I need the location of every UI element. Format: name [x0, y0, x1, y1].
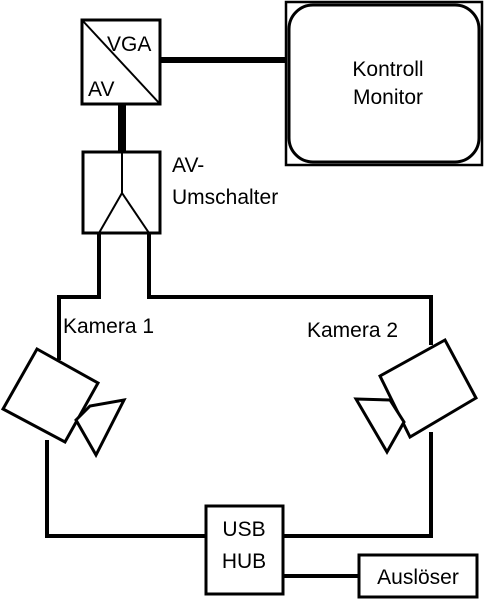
- converter-vga-label: VGA: [107, 33, 151, 56]
- monitor-label-line2: Monitor: [353, 86, 423, 109]
- switcher-label-line1: AV-: [172, 154, 204, 177]
- av-switcher: AV- Umschalter: [81, 150, 278, 235]
- trigger: Auslöser: [357, 553, 479, 599]
- camera1-label: Kamera 1: [63, 315, 154, 338]
- switcher-split-right: [121, 192, 150, 234]
- camera-2: Kamera 2: [307, 319, 479, 456]
- switcher-split-left: [98, 192, 123, 234]
- camera1-body: [0, 346, 101, 445]
- wire-camera1-usb: [45, 440, 206, 538]
- wire-switcher-camera2: [147, 233, 433, 345]
- converter-av-label: AV: [88, 78, 114, 101]
- monitor-label-line1: Kontroll: [352, 58, 423, 81]
- camera2-lens: [353, 397, 406, 456]
- usb-hub-box: [204, 504, 285, 596]
- converter-diagonal: [81, 19, 161, 105]
- usb-hub-label-line1: USB: [222, 518, 265, 541]
- monitor-screen: [287, 3, 481, 164]
- usb-hub: USB HUB: [204, 504, 285, 596]
- switcher-label-line2: Umschalter: [172, 186, 278, 209]
- camera-1: Kamera 1: [0, 315, 154, 459]
- wire-camera2-usb: [283, 432, 433, 538]
- usb-hub-label-line2: HUB: [222, 550, 266, 573]
- connection-lines: [45, 57, 433, 578]
- trigger-box: [357, 553, 479, 599]
- vga-av-converter: VGA AV: [80, 18, 162, 106]
- camera1-lens: [74, 398, 127, 459]
- camera2-label: Kamera 2: [307, 319, 398, 342]
- wire-switcher-camera1: [57, 233, 101, 360]
- trigger-label: Auslöser: [377, 566, 459, 589]
- control-monitor: Kontroll Monitor: [284, 0, 484, 167]
